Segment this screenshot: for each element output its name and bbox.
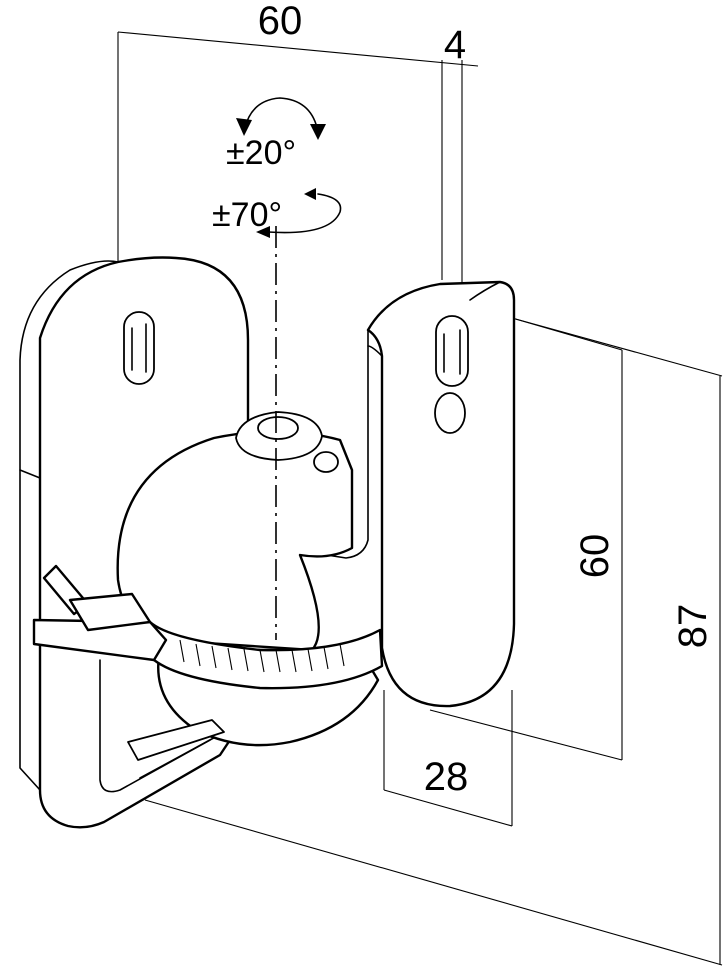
dim-top-width: 60	[258, 0, 303, 43]
wing-screw	[32, 564, 225, 761]
tilt-arrow-icon	[236, 97, 326, 140]
speaker-plate	[281, 280, 516, 708]
dim-plate-thickness: 4	[444, 23, 466, 67]
dim-height-inner: 60	[573, 534, 617, 579]
dim-height-outer: 87	[671, 604, 715, 649]
swivel-arrow-icon	[256, 188, 342, 238]
tilt-angle-label: ±20°	[226, 134, 296, 172]
swivel-angle-label: ±70°	[212, 196, 282, 234]
dimension-lines	[117, 31, 723, 966]
dim-depth: 28	[424, 755, 469, 799]
